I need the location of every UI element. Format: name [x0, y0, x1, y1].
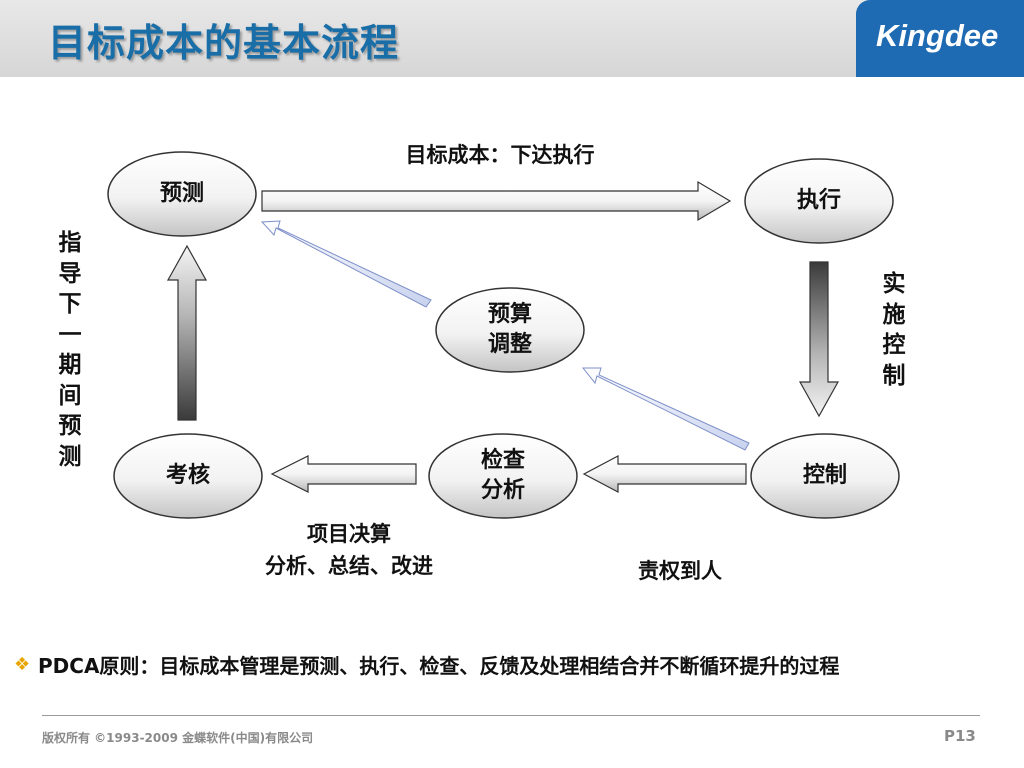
- diamond-cluster-icon: ❖: [14, 654, 31, 675]
- pdca-bullet: ❖ PDCA原则：目标成本管理是预测、执行、检查、反馈及处理相结合并不断循环提升的…: [14, 650, 839, 679]
- arrow-execute-to-control: [798, 261, 840, 418]
- page-number: P13: [944, 727, 976, 745]
- node-inspect-analyze-label: 检查 分析: [480, 448, 525, 503]
- copyright-text: 版权所有 ©1993-2009 金蝶软件(中国)有限公司: [42, 731, 314, 745]
- node-budget-adjust: [435, 287, 585, 373]
- arrow-control-to-adjust: [581, 367, 750, 451]
- label-settlement-analysis: 项目决算 分析、总结、改进: [265, 522, 433, 578]
- node-control-label: 控制: [802, 463, 847, 488]
- pdca-bullet-text: PDCA原则：目标成本管理是预测、执行、检查、反馈及处理相结合并不断循环提升的过…: [38, 654, 840, 678]
- arrow-forecast-to-execute: [261, 180, 732, 222]
- node-forecast: [107, 151, 257, 237]
- header-bar: [0, 0, 1024, 77]
- logo-box: [856, 0, 1024, 77]
- node-execute: [744, 158, 894, 244]
- node-forecast-label: 预测: [159, 181, 204, 206]
- arrow-control-to-inspect: [582, 455, 747, 493]
- kingdee-logo: Kingdee: [876, 18, 999, 53]
- node-execute-label: 执行: [796, 188, 841, 213]
- page-title: 目标成本的基本流程: [48, 21, 400, 65]
- arrow-assess-to-forecast: [166, 244, 208, 421]
- node-assess-label: 考核: [165, 463, 210, 488]
- node-control: [750, 433, 900, 519]
- label-responsibility: 责权到人: [638, 559, 722, 583]
- node-inspect-analyze: [428, 433, 578, 519]
- footer-divider: [42, 715, 980, 716]
- arrow-inspect-to-assess: [270, 455, 417, 493]
- label-implement-control: 实施控制: [882, 271, 906, 389]
- label-target-cost-issue: 目标成本：下达执行: [405, 143, 595, 167]
- node-assess: [113, 433, 263, 519]
- label-guide-next-forecast: 指导下一期间预测: [58, 230, 82, 470]
- node-budget-adjust-label: 预算 调整: [487, 302, 532, 357]
- arrow-adjust-to-forecast: [260, 220, 432, 308]
